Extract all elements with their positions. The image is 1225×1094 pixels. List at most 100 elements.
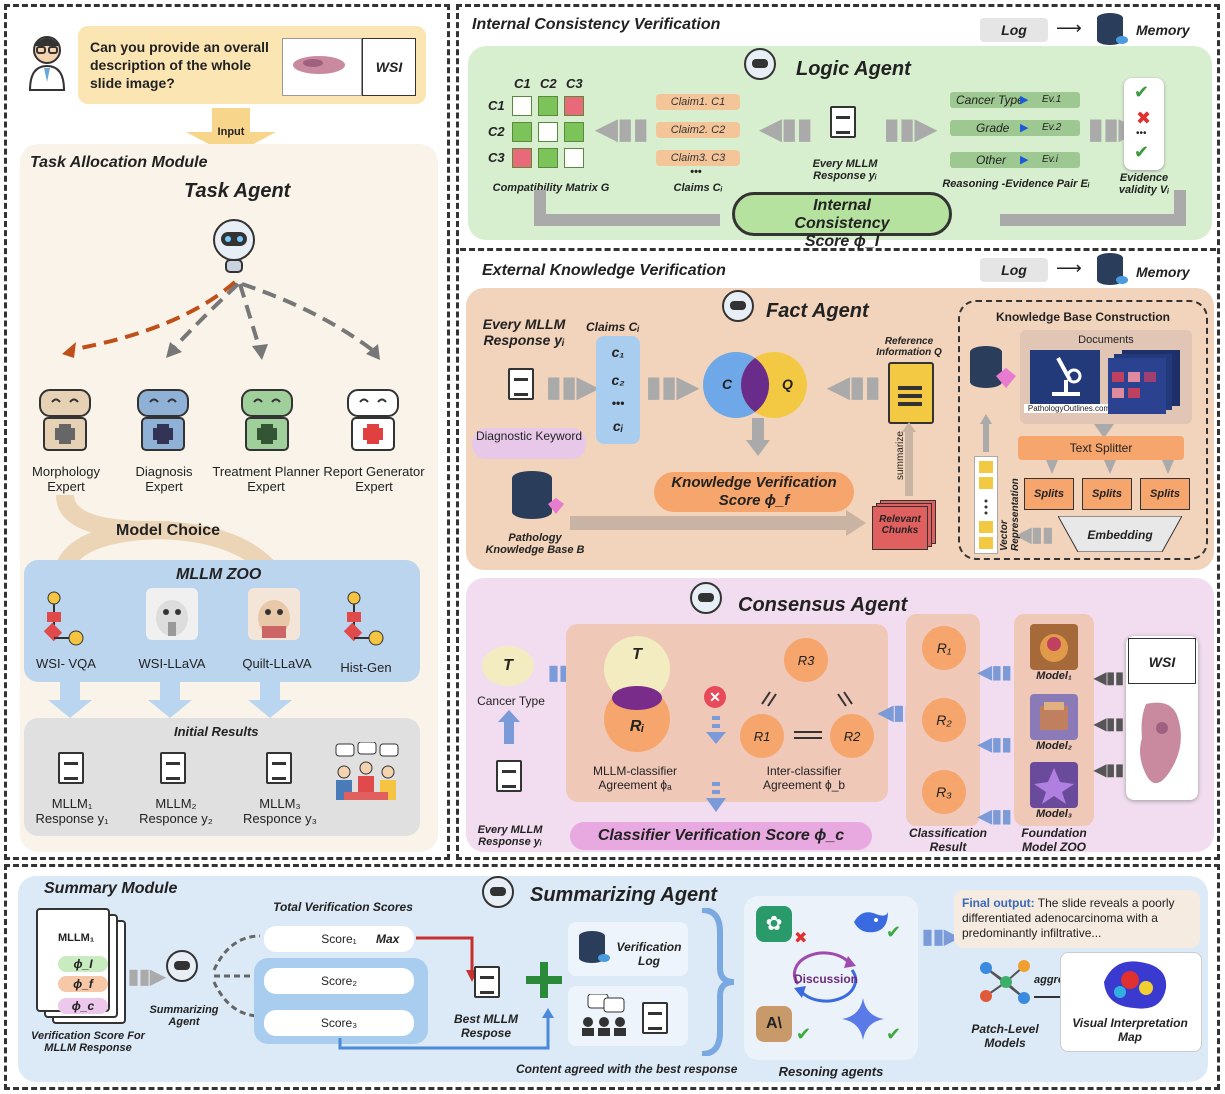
pair-3: Other ▶ Ev.i [950, 150, 1080, 170]
claim-1: Claim1. C1 [656, 94, 740, 110]
claim-2: Claim2. C2 [656, 122, 740, 138]
arrow-left-1: ◀▮▮ [596, 113, 649, 144]
content-agreed-label: Content agreed with the best response [516, 1062, 738, 1076]
patch-label: Patch-Level Models [971, 1022, 1039, 1050]
validity-card: ✔ ✖ ••• ✔ [1124, 78, 1164, 170]
result-r2: R₂ [922, 698, 966, 742]
validity-label: Evidence validity Vᵢ [1118, 172, 1170, 196]
quilt-llava-icon [248, 588, 300, 640]
best-label: Best MLLM Respose [454, 1012, 518, 1040]
matrix-label: Compatibility Matrix G [492, 182, 610, 194]
kb-to-chunks-arrow [570, 510, 866, 536]
meeting-icon [330, 741, 402, 810]
model-choice-label: Model Choice [116, 522, 221, 539]
visual-label: Visual Interpretation Map [1072, 1016, 1188, 1044]
model-quilt-llava: Quilt-LLaVA [242, 656, 312, 671]
class-result-label: Classification Result [908, 826, 988, 854]
summary-title: Summary Module [44, 880, 178, 897]
deepseek-icon [852, 908, 890, 936]
plus-icon [524, 960, 564, 1000]
text-splitter-arrow [1094, 424, 1114, 438]
model-2: Model₂ [1036, 740, 1072, 752]
expert-arrows [62, 280, 380, 360]
agreement-2: Inter-classifier Agreement ϕ_b [762, 764, 846, 792]
matrix-cell [512, 96, 532, 116]
matrix-cell [538, 96, 558, 116]
external-title: External Knowledge Verification [482, 262, 726, 279]
kb-construction-box [958, 300, 1208, 560]
expert-diagnosis [128, 380, 200, 460]
down-arrow-venn [746, 418, 770, 458]
consensus-response-label: Every MLLM Response yᵢ [477, 824, 543, 848]
wsi-thumbnail [282, 38, 362, 96]
model-img-2 [1030, 694, 1078, 740]
task-agent-robot-icon [210, 216, 258, 276]
check-icon-2: ✔ [1134, 142, 1150, 162]
log-db-icon [576, 930, 610, 966]
claims-label: Claims Cᵢ [673, 182, 723, 194]
class-arrows: ◀▮▮◀▮▮◀▮▮ [978, 662, 1012, 826]
wsi-llava-icon [146, 588, 198, 640]
doctor-avatar [24, 32, 70, 92]
matrix-cell [538, 122, 558, 142]
model-img-1 [1030, 624, 1078, 670]
claims-column: c₁ c₂ ••• cᵢ [596, 336, 640, 444]
result-r3: R₃ [922, 770, 966, 814]
result-doc-2 [160, 752, 186, 784]
kb-db-icon-2 [966, 344, 1022, 400]
cross-circle: ✕ [704, 686, 726, 708]
splits-arrows [1040, 460, 1180, 474]
chunks-stack [872, 500, 936, 550]
ext-doc-icon [508, 368, 534, 400]
expert-label-treatment: Treatment Planner Expert [212, 464, 320, 494]
score3-arrow [338, 1008, 578, 1054]
vector-label: Vector Representation [999, 478, 1021, 551]
zoo-down-arrows [48, 680, 292, 718]
wsi-card: WSI [1126, 636, 1198, 800]
expert-label-morphology: Morphology Expert [32, 464, 100, 494]
matrix-cell [512, 122, 532, 142]
claim-3: Claim3. C3 [656, 150, 740, 166]
text-splitter: Text Splitter [1018, 436, 1184, 460]
model-3: Model₃ [1035, 808, 1073, 820]
matrix-cell [512, 148, 532, 168]
gemini-icon [840, 996, 886, 1042]
response-label-internal: Every MLLM Response yᵢ [812, 158, 878, 182]
r2-node: R2 [830, 714, 874, 758]
vector-up-arrow [980, 414, 992, 452]
total-scores-label: Total Verification Scores [273, 900, 413, 914]
matrix-cell [538, 148, 558, 168]
claims-label-ext: Claims Cᵢ [586, 320, 640, 334]
documents-label: Documents [1078, 334, 1134, 346]
arrow-left-2: ◀▮▮ [760, 113, 813, 144]
patch-models-icon [978, 956, 1032, 1010]
pairs-label: Reasoning -Evidence Pair Eᵢ [942, 178, 1090, 190]
internal-title: Internal Consistency Verification [472, 16, 721, 33]
split-2: Splits [1082, 478, 1132, 510]
agreement-1: MLLM-classifier Agreement ϕₐ [592, 764, 677, 792]
discussion-label: Discussion [793, 972, 859, 986]
fact-agent-title: Fact Agent [766, 300, 869, 322]
result-doc-3 [266, 752, 292, 784]
memory-db-icon-2 [1094, 252, 1128, 286]
memory-label-2: Memory [1136, 264, 1190, 280]
score-2: Score₂ [264, 968, 414, 994]
pair-1: Cancer Type ▶ Ev.1 [950, 90, 1080, 110]
model-wsi-vqa: WSI- VQA [36, 656, 96, 671]
eq-lines [740, 670, 880, 740]
left-panel [4, 4, 450, 860]
heatmap-icon [1094, 956, 1174, 1014]
r3-node: R3 [784, 638, 828, 682]
matrix-cell [564, 122, 584, 142]
down-arrows-consensus [706, 716, 726, 816]
expert-morphology [30, 380, 102, 460]
result-1: MLLM₁ Response y₁ [35, 796, 109, 826]
model-wsi-llava: WSI-LLaVA [138, 656, 206, 671]
input-label: Input [217, 126, 245, 138]
arrow-left-3: ◀▮▮ [828, 371, 881, 402]
foundation-label: Foundation Model ZOO [1021, 826, 1087, 854]
final-output-box: Final output: The slide reveals a poorly… [954, 890, 1200, 948]
response-label-external: Every MLLM Response yᵢ [482, 316, 566, 348]
result-doc-1 [58, 752, 84, 784]
model-1: Model₁ [1036, 670, 1072, 682]
